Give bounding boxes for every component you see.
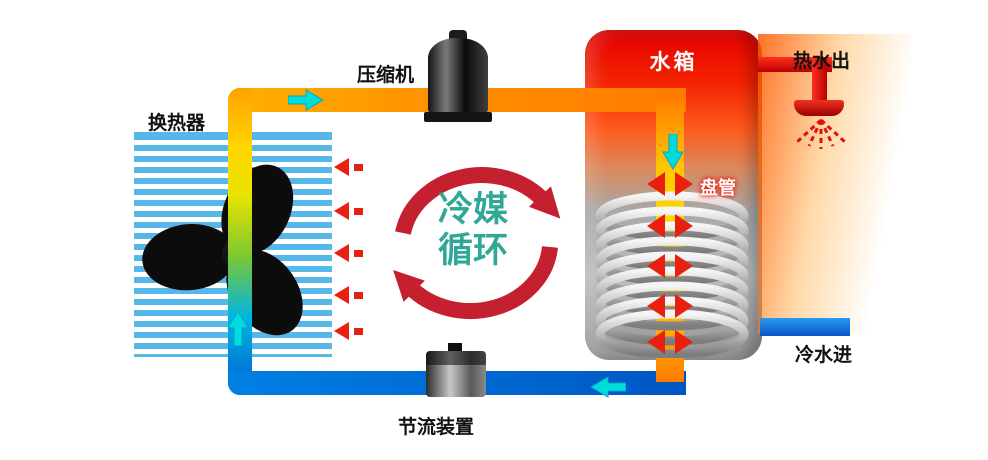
heat-exchanger-label: 换热器 bbox=[148, 112, 206, 134]
heat-absorb-arrow-icon bbox=[334, 322, 363, 340]
throttle-valve bbox=[448, 343, 462, 353]
heat-transfer-arrow-icon bbox=[647, 214, 693, 238]
coil-icon bbox=[595, 191, 749, 358]
flow-arrow-up-icon bbox=[227, 310, 253, 347]
flow-arrow-right-icon bbox=[287, 89, 324, 115]
refrigerant-cycle-label: 冷媒 循环 bbox=[405, 190, 541, 273]
flow-arrow-down-icon bbox=[658, 133, 684, 170]
refrigerant-cycle-line2: 循环 bbox=[437, 231, 508, 272]
compressor-body bbox=[428, 38, 488, 114]
heat-transfer-arrow-icon bbox=[647, 172, 693, 196]
compressor-icon bbox=[424, 30, 492, 126]
heat-absorb-arrow-icon bbox=[334, 286, 363, 304]
flow-arrow-left-icon bbox=[590, 372, 627, 398]
shower-head-icon bbox=[794, 100, 844, 116]
compressor-base bbox=[424, 112, 492, 122]
hot-water-pipe-vertical bbox=[812, 57, 827, 103]
heat-transfer-arrow-icon bbox=[647, 254, 693, 278]
throttle-label: 节流装置 bbox=[398, 416, 475, 438]
cycle-arrows-icon bbox=[393, 167, 561, 319]
cold-water-pipe bbox=[760, 318, 850, 336]
heat-transfer-arrow-icon bbox=[647, 330, 693, 354]
water-tank-label: 水箱 bbox=[649, 50, 698, 74]
heat-transfer-arrow-icon bbox=[647, 294, 693, 318]
pipe-left bbox=[228, 88, 252, 395]
throttle-device-icon bbox=[426, 343, 486, 399]
tank-heat-glow bbox=[758, 34, 912, 334]
coil-label: 盘管 bbox=[700, 178, 736, 199]
shower-spray-icon bbox=[795, 118, 847, 149]
throttle-band bbox=[426, 351, 486, 365]
refrigerant-cycle-line1: 冷媒 bbox=[437, 190, 508, 230]
compressor-label: 压缩机 bbox=[357, 64, 415, 86]
cold-water-in-label: 冷水进 bbox=[795, 344, 853, 366]
heat-absorb-arrow-icon bbox=[334, 202, 363, 220]
heat-absorb-arrow-icon bbox=[334, 158, 363, 176]
hot-water-out-label: 热水出 bbox=[793, 50, 851, 72]
heat-absorb-arrow-icon bbox=[334, 244, 363, 262]
